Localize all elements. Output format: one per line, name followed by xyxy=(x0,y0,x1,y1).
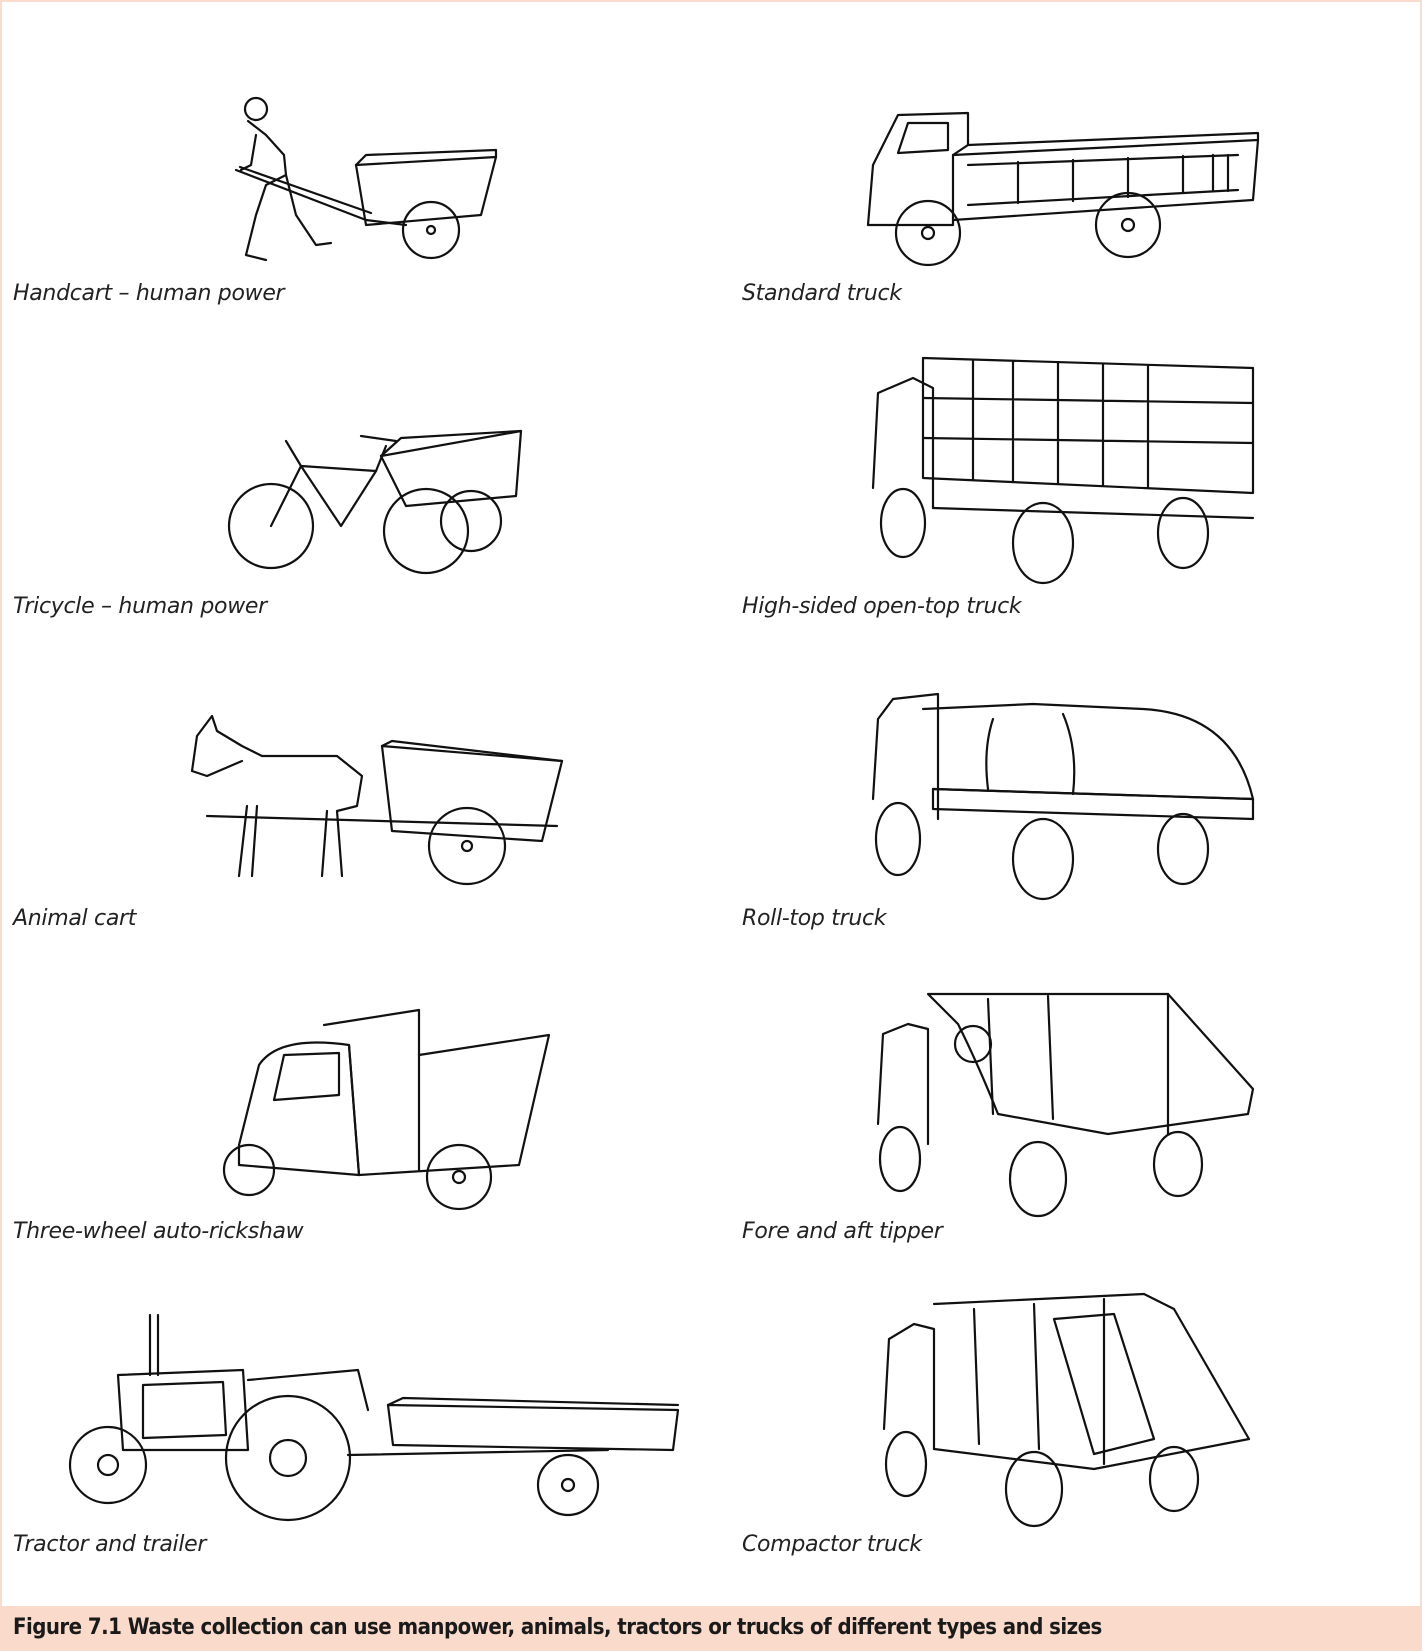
panel-label: Tricycle – human power xyxy=(13,594,267,619)
roll-top-truck-illustration xyxy=(863,689,1258,901)
high-sided-truck-illustration xyxy=(863,356,1258,585)
panel-label: Fore and aft tipper xyxy=(742,1219,943,1244)
tractor-trailer-illustration xyxy=(68,1310,680,1522)
panel-label: Tractor and trailer xyxy=(13,1532,207,1557)
handcart-illustration xyxy=(226,95,510,268)
panel-label: Handcart – human power xyxy=(13,281,285,306)
panel-label: Standard truck xyxy=(742,281,902,306)
figure-frame xyxy=(0,0,1422,1607)
auto-rickshaw-illustration xyxy=(219,1005,551,1211)
fore-aft-tipper-illustration xyxy=(868,984,1255,1218)
panel-label: High-sided open-top truck xyxy=(742,594,1022,619)
figure-caption: Figure 7.1 Waste collection can use manp… xyxy=(13,1615,1102,1640)
tricycle-illustration xyxy=(226,426,526,575)
panel-label: Animal cart xyxy=(13,906,137,931)
standard-truck-illustration xyxy=(858,105,1268,274)
animal-cart-illustration xyxy=(187,714,564,886)
panel-label: Roll-top truck xyxy=(742,906,887,931)
compactor-truck-illustration xyxy=(874,1289,1253,1528)
figure-caption-bar: Figure 7.1 Waste collection can use manp… xyxy=(0,1606,1422,1651)
panel-label: Three-wheel auto-rickshaw xyxy=(13,1219,304,1244)
panel-label: Compactor truck xyxy=(742,1532,922,1557)
